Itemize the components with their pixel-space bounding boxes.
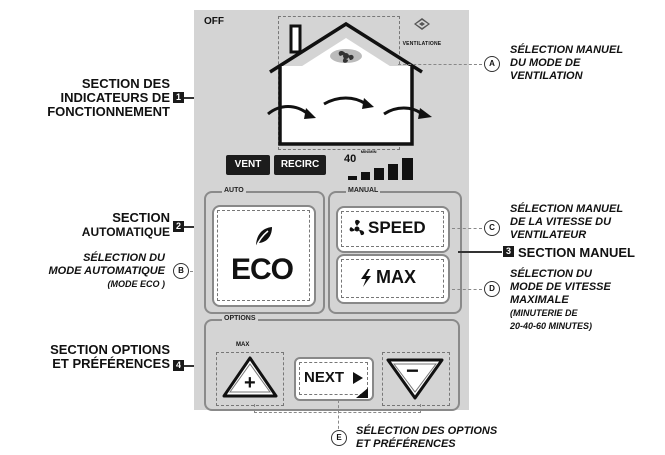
label-line: 20-40-60 MINUTES) <box>510 321 593 331</box>
speed-readout: 40 MIN/MIN <box>344 149 376 167</box>
minus-button[interactable]: − <box>386 356 444 400</box>
marker-d: D <box>484 281 500 297</box>
marker-b: B <box>173 263 189 279</box>
section-number-4: 4 <box>173 360 184 371</box>
vent-indicator: VENT <box>226 155 270 175</box>
section-number-1: 1 <box>173 92 184 103</box>
max-button[interactable]: MAX <box>336 254 450 304</box>
speed-value: 40 <box>344 153 357 165</box>
label-options-section: SECTION OPTIONS ET PRÉFÉRENCES <box>20 343 170 371</box>
speed-button[interactable]: SPEED <box>336 206 450 253</box>
plus-button[interactable]: + <box>222 356 278 400</box>
marker-a: A <box>484 56 500 72</box>
label-line: MODE AUTOMATIQUE <box>48 265 165 277</box>
bracket-line <box>184 365 194 367</box>
corner-triangle <box>356 385 368 403</box>
brand-text: VENTILATIONE <box>402 41 442 47</box>
leader-c <box>452 228 482 229</box>
house-icon[interactable] <box>266 18 436 148</box>
speed-button-dash <box>341 211 444 247</box>
options-dash-minus <box>382 352 450 406</box>
auto-section <box>204 191 325 314</box>
label-line: VENTILATEUR <box>510 229 587 241</box>
max-label: MAX <box>376 267 416 287</box>
recirculation-logo-icon: VENTILATIONE <box>402 16 442 47</box>
control-panel: OFF VENTILATIONE <box>194 10 469 411</box>
fan-speed-icon <box>346 218 368 243</box>
bracket-line <box>458 251 502 253</box>
play-arrow-icon <box>352 371 364 390</box>
leaf-icon <box>252 225 274 254</box>
label-line: FONCTIONNEMENT <box>47 104 170 119</box>
manual-section-tag: MANUAL <box>346 187 381 194</box>
eco-button-dash <box>217 210 310 301</box>
manual-section <box>328 191 462 314</box>
label-line: SÉLECTION DU <box>83 252 165 264</box>
speed-label: SPEED <box>368 218 426 237</box>
label-line: (MODE ECO ) <box>107 279 166 289</box>
leader-e-left <box>254 404 255 412</box>
marker-e: E <box>331 430 347 446</box>
next-label: NEXT <box>304 369 345 386</box>
minus-symbol: − <box>406 358 419 383</box>
lightning-icon <box>358 268 374 293</box>
max-button-dash <box>341 259 444 298</box>
section-number-3: 3 <box>503 246 514 257</box>
leader-a <box>398 64 482 65</box>
label-manual-section: SECTION MANUEL <box>518 245 635 260</box>
label-ventilation-mode: SÉLECTION MANUEL DU MODE DE VENTILATION <box>510 44 623 83</box>
label-line: SÉLECTION MANUEL <box>510 203 624 215</box>
label-options-selection: SÉLECTION DES OPTIONS ET PRÉFÉRENCES <box>356 425 497 451</box>
signal-bars-icon <box>346 156 422 180</box>
label-line: SÉLECTION MANUEL <box>510 44 624 56</box>
label-line: ET PRÉFÉRENCES <box>356 438 456 450</box>
label-line: MODE DE VITESSE <box>510 281 611 293</box>
label-line: ET PRÉFÉRENCES <box>52 356 170 371</box>
bracket-line <box>184 226 194 228</box>
label-line: SECTION DES <box>81 76 170 91</box>
next-button-dash <box>299 362 368 395</box>
label-auto-mode-selection: SÉLECTION DU MODE AUTOMATIQUE (MODE ECO … <box>15 252 165 291</box>
label-line: SÉLECTION DES OPTIONS <box>356 425 498 437</box>
fan-icon <box>330 49 362 63</box>
leader-e-mid <box>338 400 339 434</box>
max-indicator: MAX <box>236 342 250 348</box>
off-indicator: OFF <box>204 16 224 27</box>
bracket-line <box>184 97 194 99</box>
recirc-indicator: RECIRC <box>274 155 326 175</box>
label-max-speed-mode: SÉLECTION DU MODE DE VITESSE MAXIMALE (M… <box>510 268 611 333</box>
leader-d <box>452 289 482 290</box>
section-number-2: 2 <box>173 221 184 232</box>
leader-e-horizontal <box>254 412 421 413</box>
next-button[interactable]: NEXT <box>294 357 374 401</box>
plus-symbol: + <box>244 372 256 394</box>
label-indicators-section: SECTION DES INDICATEURS DE FONCTIONNEMEN… <box>30 77 170 119</box>
options-section <box>204 319 460 411</box>
label-line: DE LA VITESSE DU <box>510 216 612 228</box>
speed-unit: MIN/MIN <box>360 149 377 154</box>
options-section-tag: OPTIONS <box>222 315 258 322</box>
label-fan-speed: SÉLECTION MANUEL DE LA VITESSE DU VENTIL… <box>510 203 623 242</box>
eco-button[interactable]: ECO <box>212 205 316 307</box>
options-dash-plus <box>216 352 284 406</box>
label-automatic-section: SECTION AUTOMATIQUE <box>50 210 170 240</box>
label-line: (MINUTERIE DE <box>510 308 578 318</box>
auto-section-tag: AUTO <box>222 187 246 194</box>
label-line: AUTOMATIQUE <box>81 225 170 239</box>
label-line: DU MODE DE <box>510 57 581 69</box>
marker-c: C <box>484 220 500 236</box>
label-line: SECTION OPTIONS <box>50 342 170 357</box>
label-line: SÉLECTION DU <box>510 268 592 280</box>
label-line: INDICATEURS DE <box>60 90 170 105</box>
label-line: SECTION <box>112 210 170 225</box>
label-line: MAXIMALE <box>510 294 569 306</box>
leader-e-right <box>420 404 421 412</box>
label-line: VENTILATION <box>510 70 583 82</box>
eco-label: ECO <box>230 253 294 286</box>
